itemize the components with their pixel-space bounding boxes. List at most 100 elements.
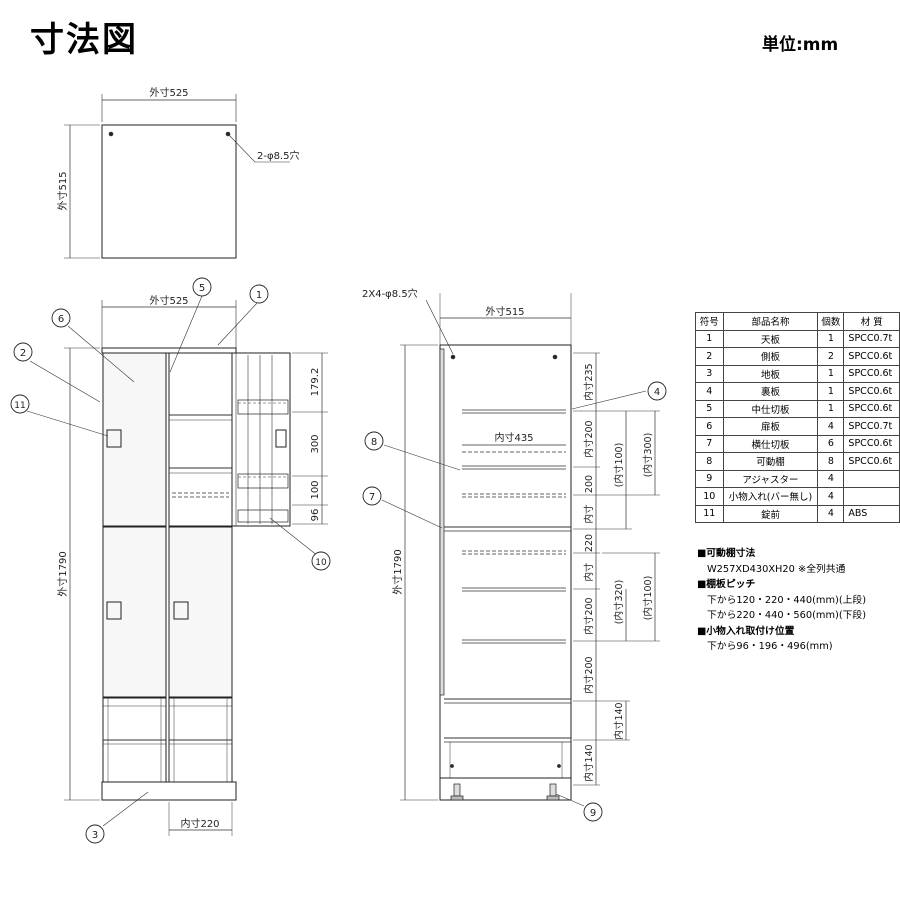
callout-circle-10 <box>311 551 331 571</box>
front-dim-179: 179.2 <box>310 368 321 397</box>
callout-circle-9 <box>583 802 603 822</box>
lock-middle-right <box>173 601 189 620</box>
callout-11: 11 <box>14 401 25 411</box>
callout-circle-8 <box>364 431 384 451</box>
table-cell: 6 <box>695 417 724 436</box>
callout-3: 3 <box>92 830 98 841</box>
table-cell: 側板 <box>722 347 819 366</box>
callout-1: 1 <box>256 290 262 301</box>
table-cell: SPCC0.6t <box>843 399 900 418</box>
side-dim-200b: 200 <box>584 475 595 493</box>
front-height-label: 外寸1790 <box>56 551 69 596</box>
table-cell: 1 <box>817 399 845 418</box>
table-cell: 地板 <box>722 364 819 383</box>
adjuster-right <box>549 783 557 797</box>
side-width-label: 外寸515 <box>485 305 524 318</box>
top-hole-left <box>108 131 114 137</box>
note-heading: ■棚板ピッチ <box>697 579 756 590</box>
table-cell: SPCC0.6t <box>843 382 900 401</box>
parts-header-cell: 個数 <box>817 312 845 331</box>
callout-circle-1 <box>249 284 269 304</box>
table-cell: 11 <box>695 504 724 523</box>
table-cell: 4 <box>695 382 724 401</box>
table-cell: 4 <box>817 487 845 506</box>
note-heading: ■可動棚寸法 <box>697 548 756 559</box>
table-cell: アジャスター <box>722 469 819 488</box>
small-box-1 <box>237 399 289 415</box>
front-dim-300: 300 <box>310 434 321 453</box>
small-box-2 <box>237 473 289 489</box>
table-cell: SPCC0.7t <box>843 417 900 436</box>
top-hole-label: 2-φ8.5穴 <box>257 149 299 162</box>
table-cell: SPCC0.6t <box>843 434 900 453</box>
parts-table-header: 符号 部品名称 個数 材 質 <box>695 312 900 331</box>
front-dim-100: 100 <box>310 480 321 499</box>
table-cell: 2 <box>695 347 724 366</box>
parts-header-cell: 材 質 <box>843 312 900 331</box>
top-depth-label: 外寸515 <box>56 171 69 210</box>
side-dim-140b: 内寸140 <box>583 744 595 781</box>
table-cell: 中仕切板 <box>722 399 819 418</box>
side-height-label: 外寸1790 <box>391 549 404 594</box>
door-upper-left <box>102 352 167 527</box>
compartment-upper-right <box>168 352 233 527</box>
base-board <box>101 781 237 801</box>
side-dim-200a: 内寸200 <box>583 420 595 457</box>
side-dim-paren-100b: (内寸100) <box>642 576 654 621</box>
side-dim-200c: 内寸200 <box>583 597 595 634</box>
callout-circle-2 <box>13 342 33 362</box>
table-cell: 4 <box>817 469 845 488</box>
side-dim-paren-320: (内寸320) <box>613 580 625 625</box>
table-cell: 裏板 <box>722 382 819 401</box>
callout-circle-4 <box>647 381 667 401</box>
side-dim-235: 内寸235 <box>583 363 595 400</box>
table-cell: 4 <box>817 417 845 436</box>
table-cell: 5 <box>695 399 724 418</box>
top-view-outline <box>101 124 237 259</box>
side-hole-label: 2X4-φ8.5穴 <box>362 287 418 300</box>
front-dim-96: 96 <box>310 509 321 522</box>
table-cell: 錠前 <box>722 504 819 523</box>
note-heading: ■小物入れ取付け位置 <box>697 625 795 637</box>
table-cell <box>843 487 900 506</box>
inner-depth-label: 内寸435 <box>494 431 533 444</box>
table-cell: 8 <box>695 452 724 471</box>
table-cell: 4 <box>817 504 845 523</box>
callout-circle-7 <box>362 486 382 506</box>
parts-header-cell: 部品名称 <box>722 312 819 331</box>
side-dim-inner-a: 内寸 <box>583 504 595 524</box>
callout-9: 9 <box>590 808 596 819</box>
door-middle-left <box>102 526 167 698</box>
table-cell <box>843 469 900 488</box>
lock-upper-left <box>106 429 122 448</box>
top-view: 外寸525 外寸515 2-φ8.5穴 <box>56 86 299 259</box>
table-cell: 1 <box>695 329 724 348</box>
table-cell: 天板 <box>722 329 819 348</box>
table-cell: 6 <box>817 434 845 453</box>
side-dim-220: 220 <box>584 534 595 552</box>
table-cell: 小物入れ(バー無し) <box>722 487 819 506</box>
note-item: 下から220・440・560(mm)(下段) <box>707 610 867 621</box>
lock-open-door <box>275 429 287 448</box>
callout-10: 10 <box>315 558 327 568</box>
side-view: 外寸515 2X4-φ8.5穴 外寸1790 <box>362 287 660 807</box>
table-cell: 2 <box>817 347 845 366</box>
callout-4: 4 <box>654 387 660 398</box>
table-cell: ABS <box>843 504 900 523</box>
callout-7: 7 <box>369 492 375 503</box>
top-width-label: 外寸525 <box>149 86 188 99</box>
callout-2: 2 <box>20 348 26 359</box>
table-cell: 扉板 <box>722 417 819 436</box>
inner-width-label: 内寸220 <box>180 817 219 830</box>
